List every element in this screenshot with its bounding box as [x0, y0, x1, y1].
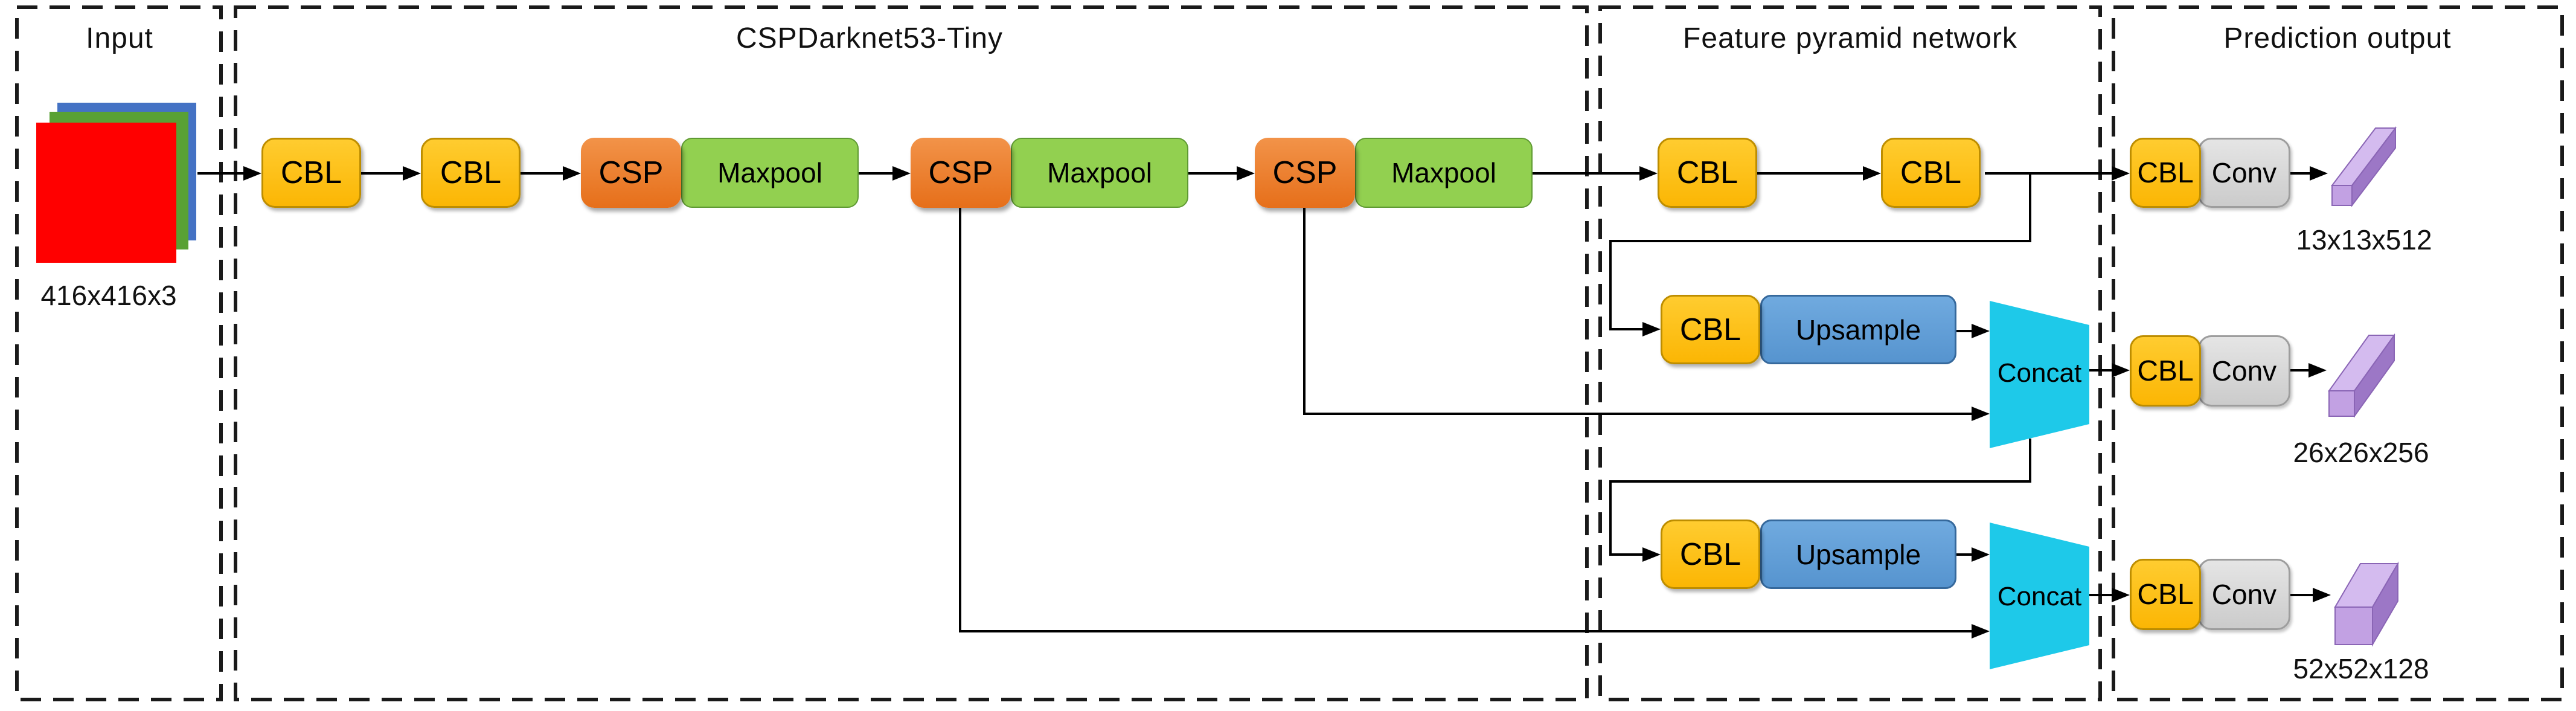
output-scale-1: 13x13x512 [2296, 224, 2432, 256]
pred-conv-1: Conv [2198, 138, 2290, 208]
fpn-cbl-1: CBL [1658, 138, 1757, 208]
fpn-row2-cbl: CBL [1661, 295, 1760, 364]
pred-cbl-2: CBL [2130, 335, 2201, 407]
backbone-section-border [234, 5, 1589, 701]
arrow-heads [243, 166, 2331, 639]
backbone-csp-1: CSP [581, 138, 681, 208]
input-section-border [15, 5, 223, 701]
pred-conv-2: Conv [2198, 335, 2290, 407]
fpn-upsample-1: Upsample [1760, 295, 1956, 364]
input-dimensions-label: 416x416x3 [40, 280, 177, 311]
concat-1-label: Concat [1997, 358, 2082, 388]
backbone-maxpool-2: Maxpool [1011, 138, 1188, 208]
prediction-section-title: Prediction output [2223, 22, 2452, 54]
backbone-maxpool-3: Maxpool [1355, 138, 1533, 208]
fpn-row3-cbl: CBL [1661, 520, 1760, 589]
fpn-upsample-2: Upsample [1760, 520, 1956, 589]
fpn-cbl-2: CBL [1881, 138, 1981, 208]
backbone-section-title: CSPDarknet53-Tiny [735, 22, 1004, 54]
backbone-cbl-2: CBL [421, 138, 521, 208]
concat-funnel-2 [1990, 523, 2089, 669]
backbone-csp-3: CSP [1255, 138, 1355, 208]
input-section-title: Input [86, 22, 153, 54]
concat-2-label: Concat [1997, 582, 2082, 611]
concat-funnel-1 [1990, 301, 2089, 448]
output-scale-2: 26x26x256 [2293, 437, 2429, 468]
connector-lines [197, 172, 2327, 632]
output-tensor-13x13 [2330, 126, 2397, 207]
input-channel-red [36, 123, 176, 263]
output-scale-3: 52x52x128 [2293, 653, 2429, 684]
pred-cbl-1: CBL [2130, 138, 2201, 208]
prediction-section-border [2112, 5, 2564, 701]
backbone-maxpool-1: Maxpool [681, 138, 859, 208]
pred-cbl-3: CBL [2130, 559, 2201, 630]
fpn-section-title: Feature pyramid network [1683, 22, 2017, 54]
pred-conv-3: Conv [2198, 559, 2290, 630]
backbone-cbl-1: CBL [261, 138, 361, 208]
fpn-section-border [1598, 5, 2102, 701]
output-tensor-26x26 [2328, 333, 2395, 419]
backbone-csp-2: CSP [911, 138, 1011, 208]
output-tensor-52x52 [2334, 561, 2399, 647]
